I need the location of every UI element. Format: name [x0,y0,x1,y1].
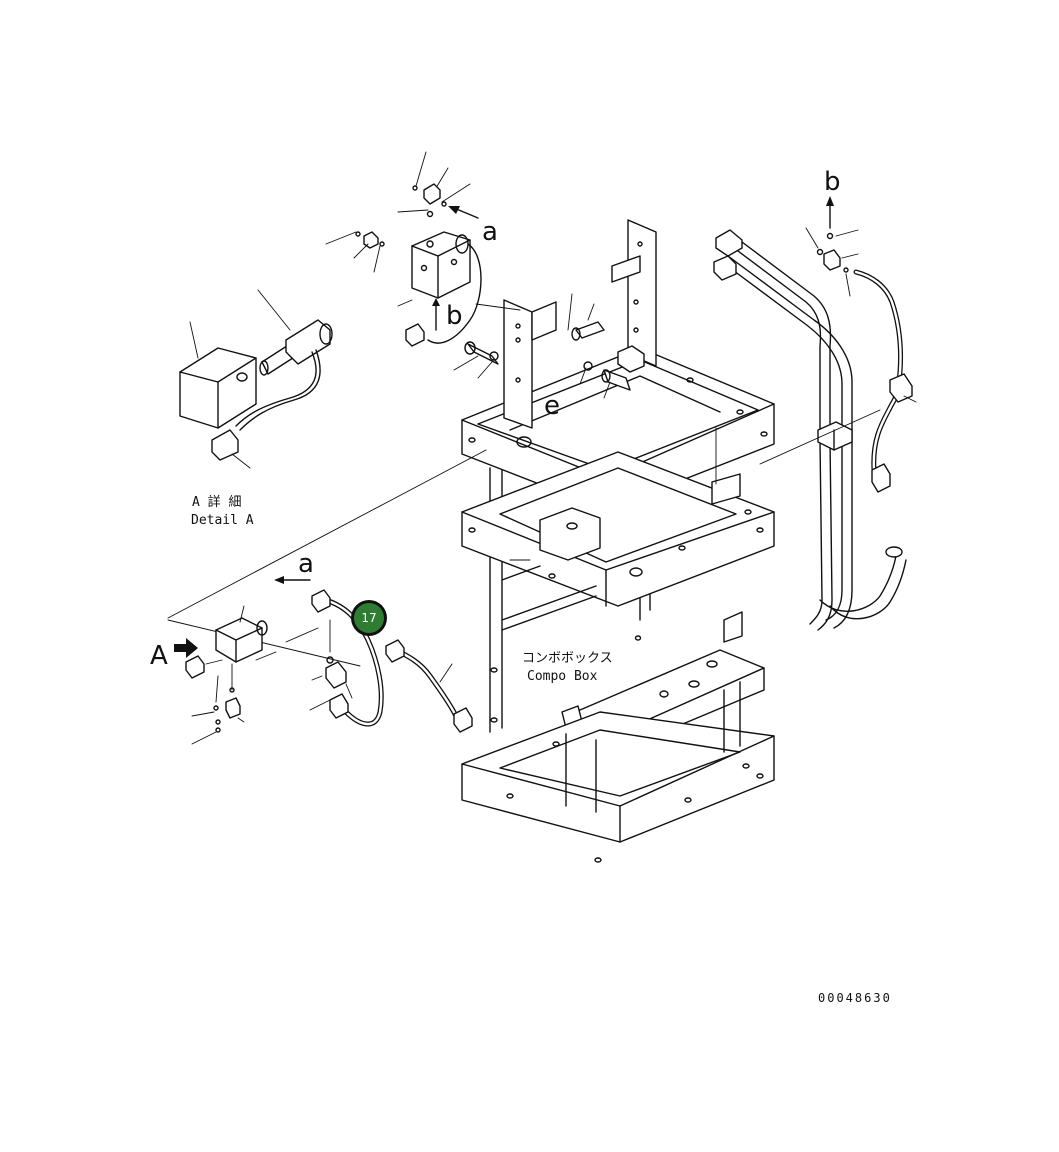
leader-line-detail [167,449,487,619]
drawing-number: 00048630 [818,991,892,1005]
detail-a-cover-box [179,321,257,429]
detail-a-jp-label: A 詳 細 [192,494,241,510]
callout-17-badge[interactable] [354,603,384,633]
view-label-b-top: b [446,301,463,331]
steel-tube-pair [713,229,907,631]
view-label-a-left: a [298,549,314,579]
view-label-a-top: a [482,217,498,247]
hose-assembly-17 [309,589,473,733]
view-label-e: e [544,391,560,421]
view-arrow-A-icon [174,638,198,658]
view-label-b-right: b [824,167,841,197]
detail-a-solenoid-valve [211,289,333,469]
component-box-en-label: Compo Box [527,669,598,684]
left-lower-assembly: a A [150,549,473,745]
component-box-jp-label: コンボボックス [522,651,613,666]
callout-17-number[interactable]: 17 [361,611,376,625]
top-valve-assembly: a b [325,151,498,347]
detail-a-en-label: Detail A [191,513,254,528]
detail-a-group: A 詳 細 Detail A [179,289,333,528]
callout-17-button[interactable]: 17 [351,600,387,636]
component-box-frame: e [453,219,775,863]
right-tube-assembly: b [713,167,917,631]
view-label-A: A [150,641,168,671]
right-hose [853,269,917,493]
